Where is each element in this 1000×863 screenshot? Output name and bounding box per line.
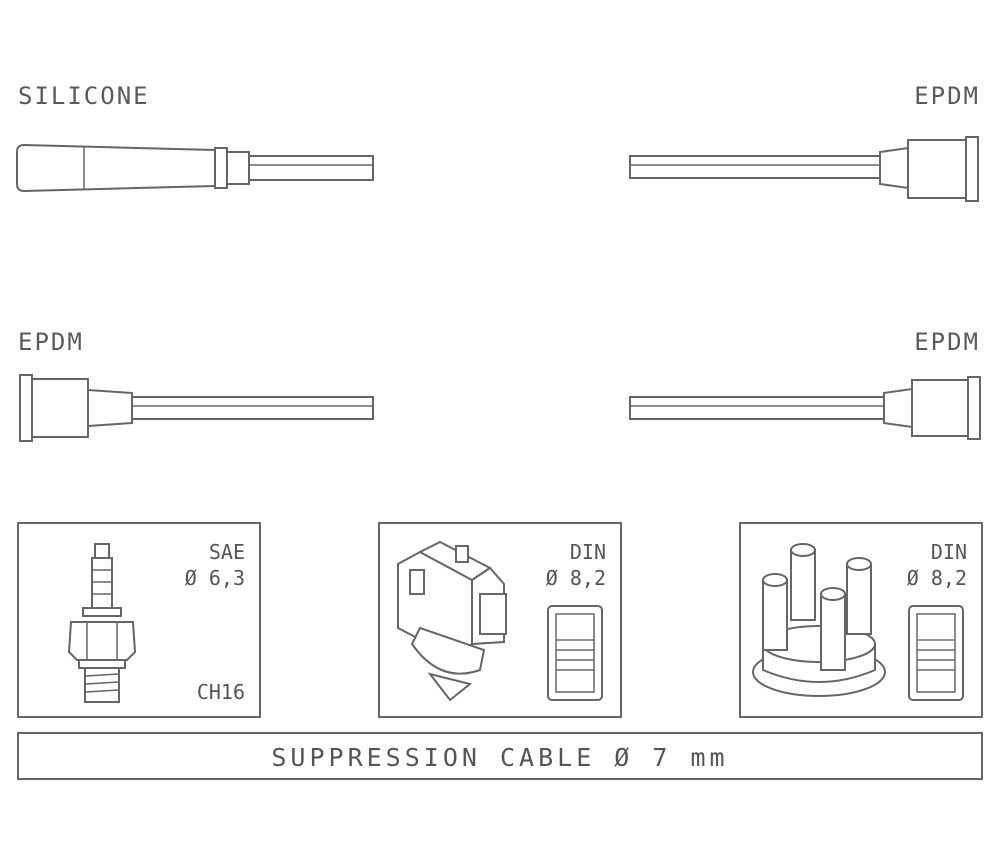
label-silicone: SILICONE [18, 82, 150, 110]
suppression-cable-text: SUPPRESSION CABLE Ø 7 mm [271, 743, 729, 772]
spark-plug-code: CH16 [196, 680, 245, 704]
panel-distributor-left: DIN Ø 8,2 [378, 522, 622, 718]
distributor-right-standard: DIN [930, 540, 967, 564]
suppression-cable-bar: SUPPRESSION CABLE Ø 7 mm [17, 732, 983, 780]
distributor-left-standard: DIN [569, 540, 606, 564]
cable-epdm-bottom-right [629, 376, 981, 440]
spark-plug-icon [67, 543, 137, 703]
cable-drawings [16, 136, 981, 442]
distributor-right-diameter: Ø 8,2 [906, 566, 967, 590]
cable-epdm-bottom-left [19, 374, 374, 442]
distributor-cap-icon [397, 540, 603, 702]
spark-plug-standard: SAE [208, 540, 245, 564]
panel-spark-plug: SAE Ø 6,3 CH16 [17, 522, 261, 718]
cable-epdm-top-right [629, 136, 979, 202]
panel-distributor-right: DIN Ø 8,2 [739, 522, 983, 718]
label-epdm-bottom-right: EPDM [914, 328, 980, 356]
label-epdm-top-right: EPDM [914, 82, 980, 110]
spark-plug-diameter: Ø 6,3 [184, 566, 245, 590]
distributor-cap-top-icon [752, 543, 964, 701]
cable-silicone-left [16, 143, 374, 193]
distributor-left-diameter: Ø 8,2 [545, 566, 606, 590]
label-epdm-bottom-left: EPDM [18, 328, 84, 356]
